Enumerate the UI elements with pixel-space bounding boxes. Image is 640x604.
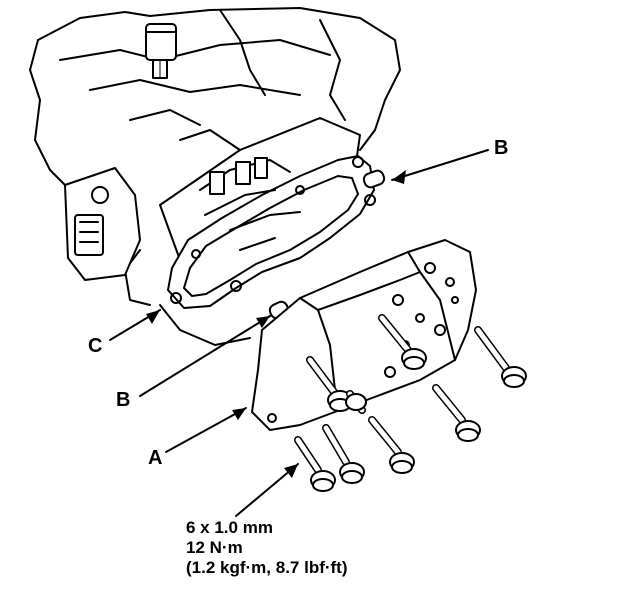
callout-b-upper: B bbox=[494, 137, 509, 159]
dowel-pin-upper bbox=[362, 169, 386, 189]
bolt bbox=[474, 326, 527, 388]
torque-spec: 6 x 1.0 mm 12 N·m (1.2 kgf·m, 8.7 lbf·ft… bbox=[186, 518, 348, 578]
bolt bbox=[432, 384, 481, 442]
valve-body-internals bbox=[199, 157, 301, 251]
transmission-case bbox=[29, 7, 401, 346]
bolt bbox=[378, 314, 427, 370]
cover-plate bbox=[251, 239, 477, 431]
top-sensor bbox=[145, 23, 177, 79]
callout-a: A bbox=[148, 447, 163, 469]
bolt-size: 6 x 1.0 mm bbox=[186, 518, 273, 537]
leader-b-upper bbox=[391, 149, 489, 181]
leader-a bbox=[165, 407, 247, 453]
arrowhead bbox=[392, 170, 406, 184]
callout-c: C bbox=[88, 335, 103, 357]
bolt bbox=[368, 416, 415, 474]
torque-nm: 12 N·m bbox=[186, 538, 243, 557]
solenoid-connector bbox=[64, 167, 141, 281]
leader-bolts bbox=[235, 463, 299, 517]
leader-b-lower bbox=[139, 315, 271, 397]
bolts bbox=[294, 314, 527, 492]
arrowhead bbox=[256, 316, 270, 328]
callout-b-lower: B bbox=[116, 389, 131, 411]
bolt bbox=[345, 390, 367, 414]
arrowhead bbox=[284, 464, 298, 478]
bolt bbox=[294, 436, 336, 492]
torque-alt: (1.2 kgf·m, 8.7 lbf·ft) bbox=[186, 558, 348, 577]
bolt bbox=[322, 424, 365, 484]
arrowhead bbox=[146, 310, 160, 324]
arrowhead bbox=[232, 408, 246, 420]
